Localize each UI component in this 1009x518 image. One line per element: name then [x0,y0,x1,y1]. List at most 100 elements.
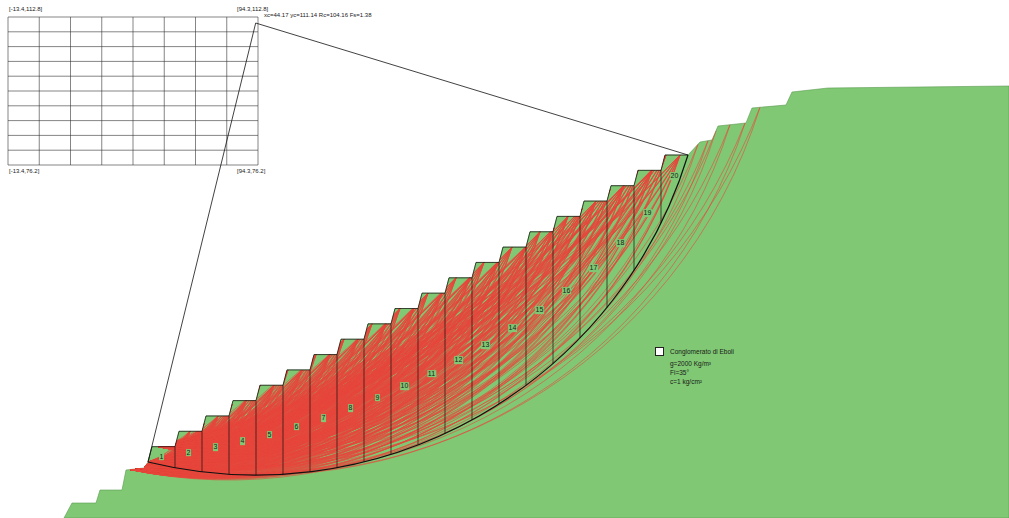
trial-circle [140,190,610,469]
trial-circle [158,190,610,450]
trial-circle [148,125,730,468]
slice-line [175,447,176,468]
material-property: c=1 kg/cm² [670,378,702,385]
trial-circle [158,190,610,447]
trial-circle [140,190,610,469]
trial-circle [158,170,638,449]
slice-line [310,370,311,472]
trial-circle [158,309,414,447]
slice-number: 9 [375,394,381,402]
radius-line [256,23,688,155]
slice-line [445,293,446,433]
radius-line [148,23,256,462]
trial-circle [148,170,652,464]
trial-circle [148,107,760,468]
slice-number: 3 [213,444,219,452]
trial-circle [158,309,414,447]
trial-circle [148,125,730,474]
trial-circle [158,155,680,447]
trial-circle [140,155,680,471]
trial-circle [130,247,512,471]
trial-circle [148,144,698,468]
grid-line [8,150,258,151]
slice-line [391,324,392,454]
coordinate-label: [-13.4,112.8] [8,6,43,13]
trial-circle [148,155,680,472]
trial-circle [148,170,652,462]
grid-line [8,135,258,136]
trial-circle [148,170,652,462]
trial-circle [158,190,610,447]
center-grid [8,17,258,165]
trial-circle [158,216,568,455]
slice-number: 8 [348,405,354,413]
trial-circle [130,155,680,480]
trial-circle [140,190,610,469]
trial-circle [158,190,610,447]
slice-number: 2 [186,449,192,457]
trial-circle [158,232,540,455]
slice-line [580,216,581,337]
trial-circle [130,170,638,469]
trial-circle [148,247,512,464]
slice-number: 7 [321,414,327,422]
trial-circle [130,155,666,470]
grid-line [8,46,258,47]
trial-circle [158,247,526,455]
material-property: Fi=35° [670,369,689,376]
trial-circle [148,141,708,468]
coordinate-label: xc=44.17 yc=111.14 Rc=104.16 Fs=1.38 [263,12,373,19]
trial-circle [140,186,624,469]
slice-line [526,247,527,385]
slice-number: 15 [535,307,545,315]
slice-number: 16 [562,287,572,295]
slice-number: 6 [294,423,300,431]
slice-line [634,186,635,271]
trial-circle [130,170,638,469]
trial-circle [140,155,666,471]
grid-line [8,31,258,32]
trial-circle [140,186,624,469]
slice-number: 17 [589,264,599,272]
trial-circle [158,155,666,447]
trial-circle [148,123,745,469]
trial-circle [158,155,680,447]
trial-circle [158,155,680,457]
slice-number: 11 [427,370,436,378]
coordinate-label: [-13.4,76.2] [8,168,40,175]
slice-line [337,355,338,468]
trial-circle [158,155,666,447]
trial-circle [140,186,624,469]
slice-number: 13 [481,341,491,349]
trial-circle [158,155,666,456]
trial-circle [148,190,610,465]
trial-circle [158,155,680,450]
trial-circle [158,228,554,450]
trial-circle [130,155,666,470]
grid-line [8,17,258,18]
critical-surface [148,23,688,475]
trial-circle [158,309,414,447]
slice-number: 18 [616,239,626,247]
grid-line [8,105,258,106]
slice-line [499,262,500,403]
slice-line [418,309,419,445]
trial-circle [140,186,624,471]
trial-circle [148,144,698,473]
trial-circle [158,155,666,450]
trial-circle [148,155,680,465]
grid-line [8,61,258,62]
slice-line [472,278,473,420]
slice-number: 4 [240,438,246,446]
slice-line [256,401,257,475]
grid-line [8,120,258,121]
trial-circle [148,170,652,462]
trial-circle [148,216,568,464]
trial-circle [158,155,666,447]
slice-number: 19 [643,209,653,217]
slice-line [283,385,284,474]
grid-line [8,76,258,77]
trial-circle [158,209,582,450]
